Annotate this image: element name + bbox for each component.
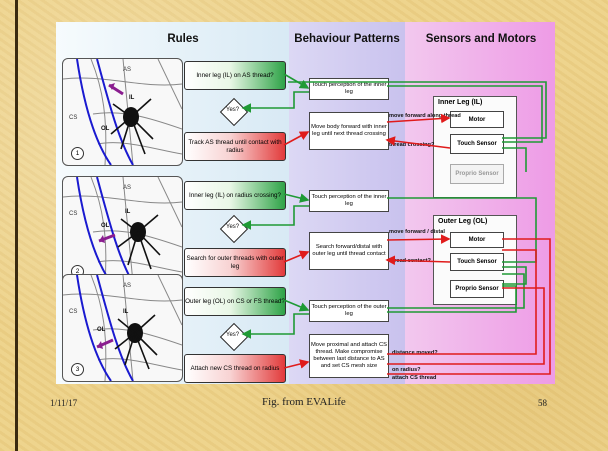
slide-left-border: [15, 0, 18, 451]
panel-label-il: IL: [123, 309, 129, 315]
header-rules: Rules: [167, 33, 199, 45]
panel-label-cs: CS: [69, 211, 78, 217]
panel-label-as: AS: [123, 67, 132, 73]
panel-label-il: IL: [125, 209, 131, 215]
connector-arrows: [241, 73, 551, 375]
footer-page-number: 58: [538, 398, 547, 408]
signal-attach-cs: attach CS thread: [392, 375, 437, 381]
signal-move-forward: move forward along thread: [389, 113, 461, 119]
header-sensors-motors: Sensors and Motors: [425, 33, 537, 45]
figure: Rules Behaviour Patterns Sensors and Mot…: [56, 22, 555, 384]
web-sketch-1: [63, 59, 182, 165]
behaviour-box-3: Touch perception of the inner leg: [309, 190, 389, 212]
outer-touch-sensor: Touch Sensor: [450, 253, 504, 271]
signal-thread-crossing: thread crossing?: [389, 142, 435, 148]
panel-label-cs: CS: [69, 309, 78, 315]
web-sketch-3: [63, 275, 182, 381]
signal-distance-moved: distance moved?: [392, 350, 438, 356]
inner-touch-sensor: Touch Sensor: [450, 134, 504, 154]
panel-label-as: AS: [123, 185, 132, 191]
panel-label-as: AS: [123, 283, 132, 289]
decision-label-1: Yes?: [226, 107, 240, 113]
rule-question-1: Inner leg (IL) on AS thread?: [184, 61, 286, 90]
decision-label-3: Yes?: [226, 332, 240, 338]
panel-number: 1: [71, 147, 84, 160]
signal-move-forward-distal: move forward / distal: [389, 229, 445, 235]
decision-label-2: Yes?: [226, 224, 240, 230]
rule-action-1: Track AS thread until contact with radiu…: [184, 132, 286, 161]
panel-label-il: IL: [129, 95, 135, 101]
behaviour-box-2: Move body forward with inner leg until n…: [309, 112, 389, 150]
panel-label-ol: OL: [101, 126, 110, 132]
signal-on-radius: on radius?: [392, 367, 421, 373]
rule-action-3: Attach new CS thread on radius: [184, 354, 286, 383]
rule-question-2: Inner leg (IL) on radius crossing?: [184, 181, 286, 210]
footer-date: 1/11/17: [50, 398, 78, 408]
outer-proprio-sensor: Proprio Sensor: [450, 280, 504, 298]
panel-label-ol: OL: [97, 327, 106, 333]
behaviour-box-5: Touch perception of the outer leg: [309, 300, 389, 322]
web-panel-3: AS CS IL OL 3: [62, 274, 183, 382]
header-behaviour-patterns: Behaviour Patterns: [294, 33, 400, 45]
panel-number: 3: [71, 363, 84, 376]
panel-label-ol: OL: [101, 223, 110, 229]
behaviour-box-6: Move proximal and attach CS thread. Make…: [309, 334, 389, 378]
rule-question-3: Outer leg (OL) on CS or FS thread?: [184, 287, 286, 316]
outer-leg-title: Outer Leg (OL): [438, 218, 488, 225]
rule-action-2: Search for outer threads with outer leg: [184, 248, 286, 277]
inner-leg-title: Inner Leg (IL): [438, 99, 483, 106]
footer-caption: Fig. from EVALife: [262, 396, 346, 408]
inner-proprio-sensor: Proprio Sensor: [450, 164, 504, 184]
behaviour-box-4: Search forward/distal with outer leg unt…: [309, 232, 389, 270]
behaviour-box-1: Touch perception of the inner leg: [309, 78, 389, 100]
panel-label-cs: CS: [69, 115, 78, 121]
web-panel-1: AS CS IL OL 1: [62, 58, 183, 166]
